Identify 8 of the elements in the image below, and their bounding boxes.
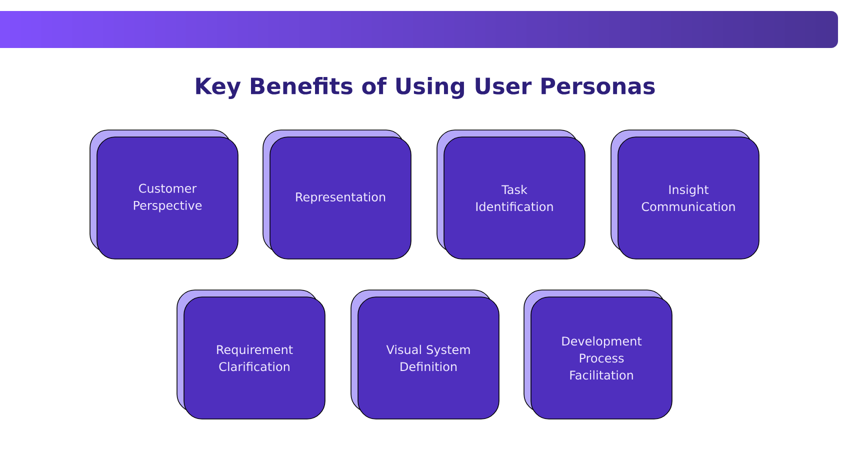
card: Requirement Clarification — [176, 290, 326, 420]
card: Representation — [262, 130, 412, 260]
card: Task Identification — [436, 130, 586, 260]
card: Visual System Definition — [350, 290, 500, 420]
card: Development Process Facilitation — [524, 290, 672, 420]
title: Key Benefits of Using User Personas — [196, 77, 655, 99]
card: Customer Perspective — [90, 130, 238, 260]
card: Insight Communication — [610, 130, 760, 260]
